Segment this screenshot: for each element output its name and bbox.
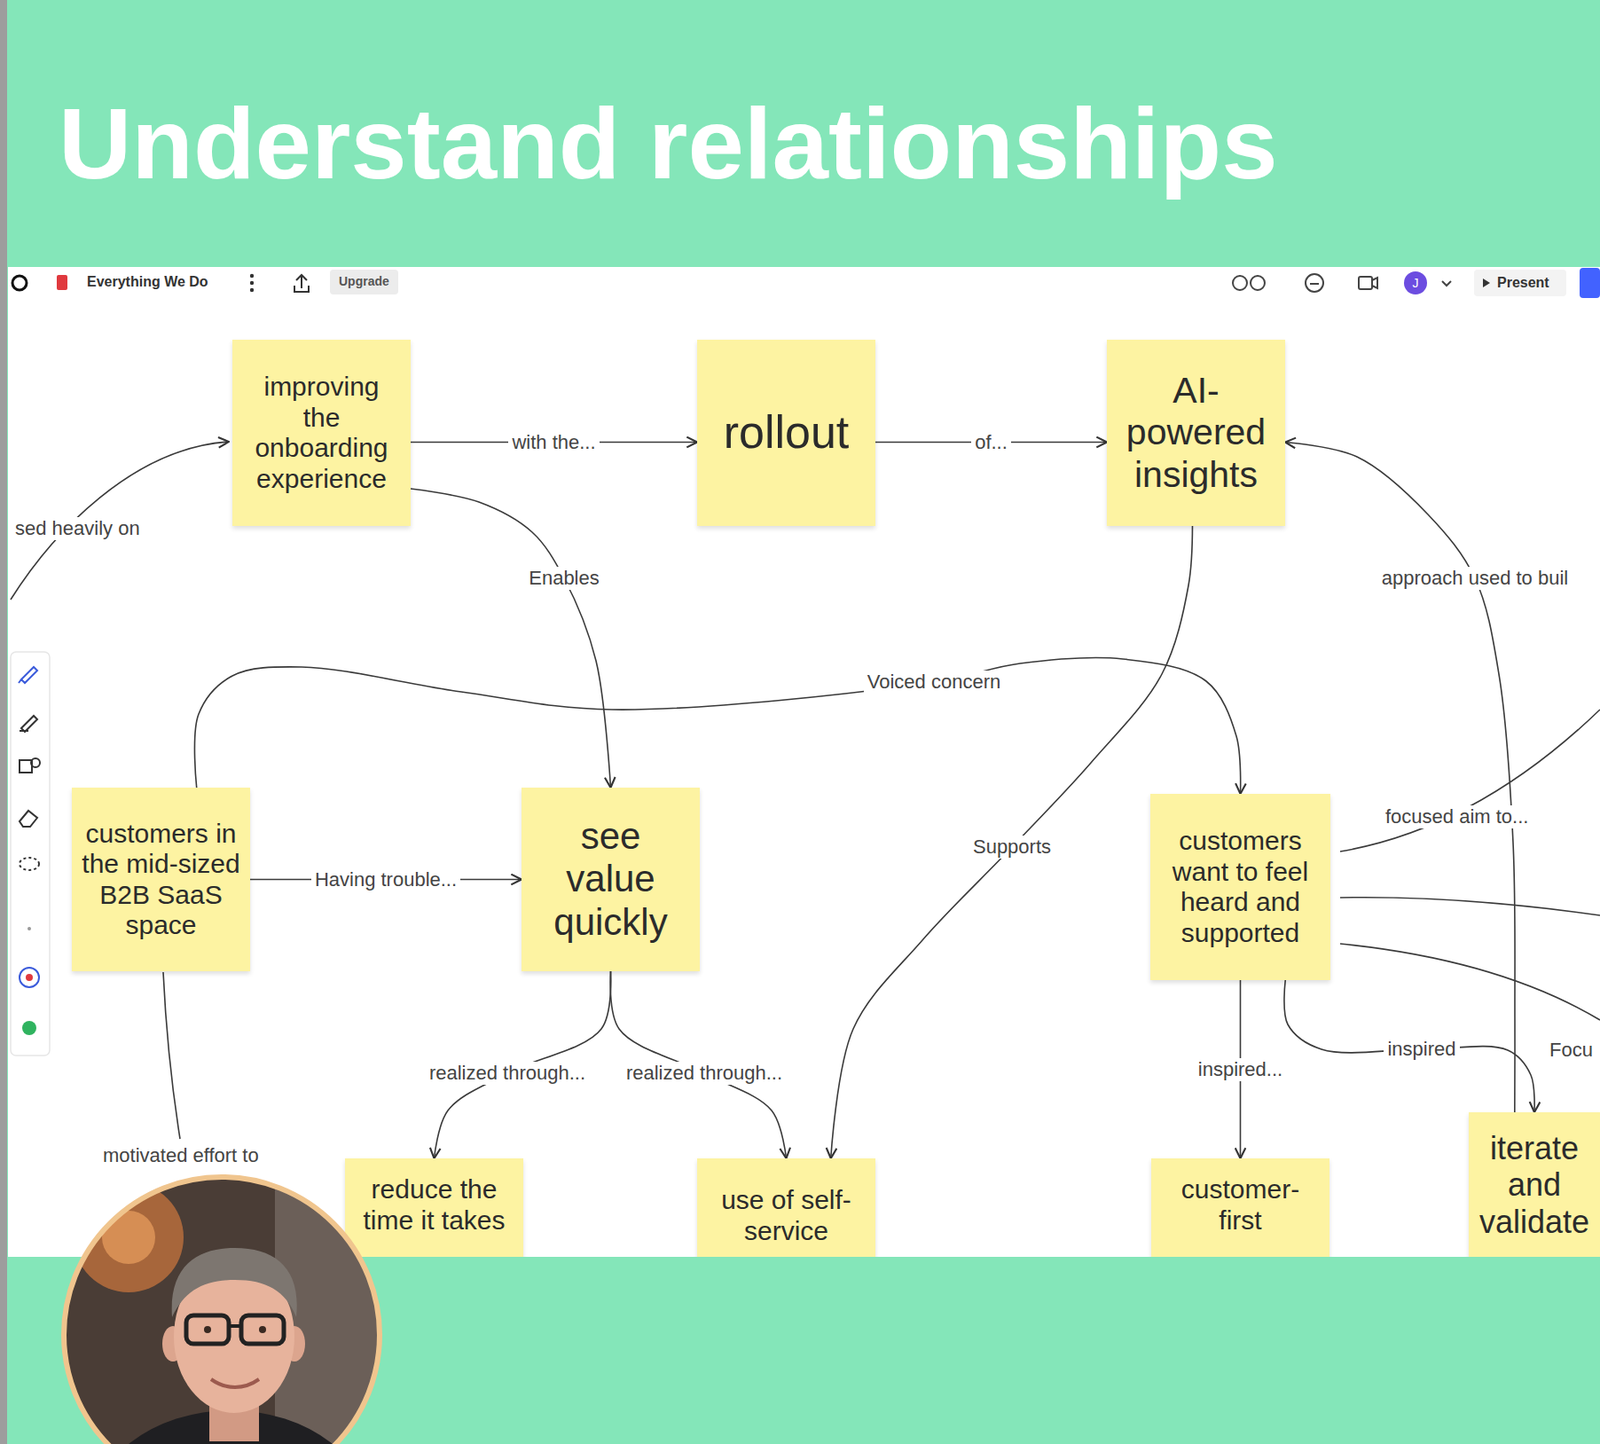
note-text: see value quickly	[533, 815, 688, 944]
sticky-note: AI-powered insights	[1106, 339, 1286, 526]
sticky-note: customers want to feel heard and support…	[1150, 793, 1331, 981]
share-icon	[294, 274, 309, 292]
connector-label: inspired...	[1194, 1058, 1287, 1082]
connector-label: Enables	[525, 566, 604, 590]
present-button: Present	[1497, 274, 1550, 292]
sticky-note: customers in the mid-sized B2B SaaS spac…	[71, 787, 251, 972]
present-button-bg	[1474, 269, 1567, 297]
board-icon	[56, 274, 68, 291]
connector-label: realized through...	[425, 1061, 589, 1085]
connector-label: approach used to buil	[1378, 566, 1572, 590]
menu-icon	[250, 274, 254, 292]
left-toolbar	[10, 651, 50, 1056]
connector-arrow	[410, 488, 612, 788]
logo-icon	[12, 275, 27, 291]
connector-label: inspired	[1383, 1037, 1459, 1061]
note-text: customers in the mid-sized B2B SaaS spac…	[80, 818, 242, 942]
connector-label: Voiced concern	[863, 670, 1004, 694]
note-text: AI-powered insights	[1115, 369, 1277, 495]
webcam-portrait	[53, 1166, 391, 1444]
slide-edge	[0, 0, 8, 1444]
upgrade-button: Upgrade	[329, 269, 399, 295]
connector-label: Having trouble...	[311, 868, 461, 892]
note-text: reduce the time it takes	[353, 1174, 515, 1236]
title-banner: Understand relationships	[0, 0, 1600, 267]
slide-title: Understand relationships	[58, 93, 1279, 195]
connector-arrow	[610, 971, 786, 1159]
connector-arrow	[831, 525, 1193, 1159]
note-text: customers want to feel heard and support…	[1159, 825, 1322, 949]
note-text: rollout	[723, 406, 850, 460]
board-name: Everything We Do	[86, 273, 209, 291]
top-toolbar-icons	[12, 267, 1600, 299]
note-text: customer-first	[1160, 1174, 1321, 1236]
play-icon	[1482, 278, 1491, 288]
connector-arrow	[1284, 980, 1535, 1113]
connector-label: sed heavily on	[12, 517, 143, 541]
connector-label: motivated effort to	[100, 1144, 262, 1168]
sticky-note: see value quickly	[521, 787, 700, 972]
note-text: iterate and validate	[1474, 1129, 1595, 1240]
connector-label: with the...	[508, 431, 599, 455]
connector-label: realized through...	[622, 1061, 786, 1085]
sticky-note: improving the onboarding experience	[232, 339, 411, 526]
connector-label: Supports	[969, 835, 1055, 859]
note-text: improving the onboarding experience	[243, 371, 400, 495]
connector-label: of...	[971, 431, 1012, 455]
avatar-initial: J	[1403, 271, 1428, 295]
offscreen-connectors	[10, 441, 1600, 1139]
connector-label: focused aim to...	[1382, 805, 1531, 829]
sticky-note: rollout	[697, 339, 876, 526]
connector-label: Focu	[1546, 1038, 1596, 1062]
share-button	[1579, 267, 1600, 299]
connector-arrow	[1285, 442, 1515, 1114]
connector-arrow	[194, 657, 1240, 794]
note-text: use of self-service	[705, 1184, 867, 1247]
